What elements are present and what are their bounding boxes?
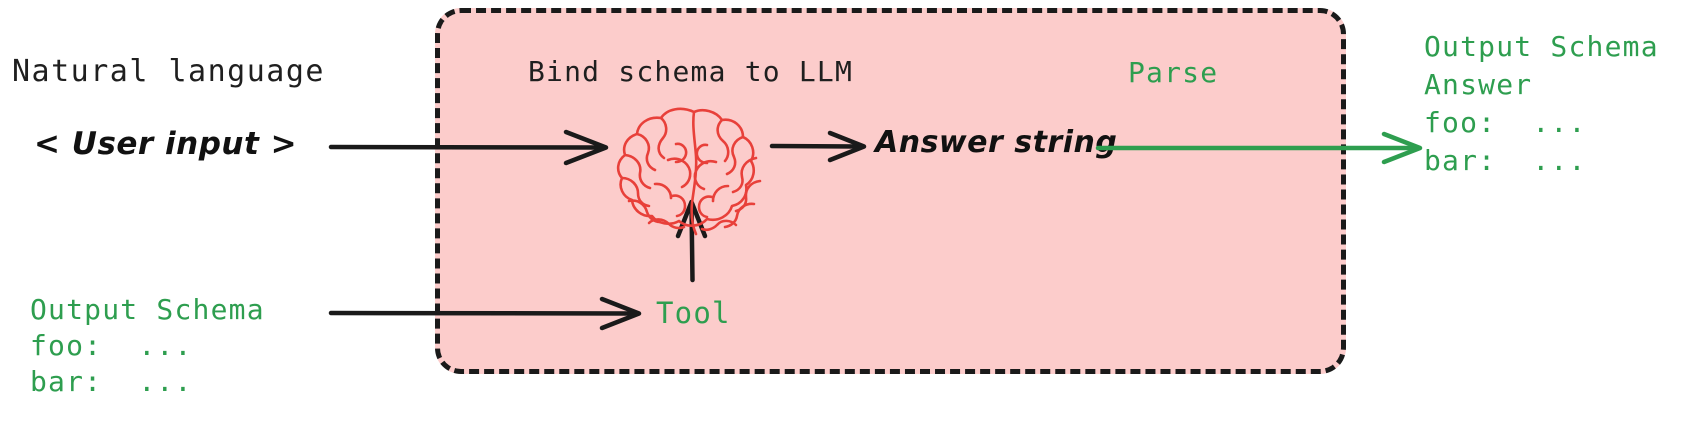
tool-label: Tool xyxy=(656,296,731,330)
parse-label: Parse xyxy=(1128,56,1219,89)
panel-title: Bind schema to LLM xyxy=(528,55,854,88)
output-schema-block: Output Schema Answer foo: ... bar: ... xyxy=(1424,28,1659,180)
input-schema-block: Output Schema foo: ... bar: ... xyxy=(30,292,265,400)
output-schema-heading: Output Schema xyxy=(1424,30,1659,63)
input-schema-heading: Output Schema xyxy=(30,293,265,326)
output-schema-line-bar: bar: ... xyxy=(1424,144,1587,177)
user-input-text: < User input > xyxy=(34,126,298,162)
input-schema-line-bar: bar: ... xyxy=(30,365,193,398)
output-schema-line-foo: foo: ... xyxy=(1424,106,1587,139)
natural-language-label: Natural language xyxy=(12,54,325,89)
output-schema-line-answer: Answer xyxy=(1424,68,1533,101)
input-schema-line-foo: foo: ... xyxy=(30,329,193,362)
answer-string-label: Answer string xyxy=(875,125,1118,160)
